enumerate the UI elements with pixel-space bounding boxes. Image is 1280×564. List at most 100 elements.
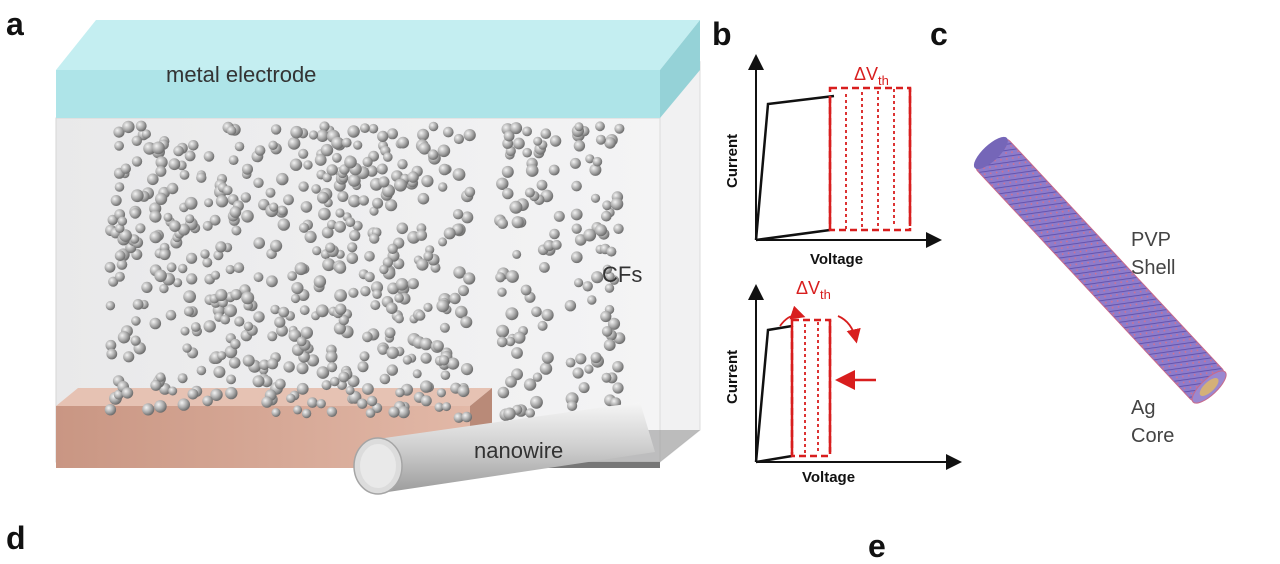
filament-particle	[286, 393, 296, 403]
svg-text:ΔVth: ΔVth	[854, 64, 889, 88]
filament-particle	[180, 326, 190, 336]
filament-particle	[316, 399, 326, 409]
filament-particle	[397, 159, 408, 170]
filament-particle	[179, 170, 190, 180]
filament-particle	[461, 411, 473, 423]
filament-particle	[407, 171, 419, 183]
filament-particle	[341, 137, 352, 148]
filament-particle	[130, 335, 141, 346]
filament-particle	[261, 396, 273, 408]
filament-particle	[276, 172, 289, 186]
filament-particle	[606, 246, 617, 257]
filament-particle	[319, 121, 330, 132]
filament-particle	[386, 302, 398, 315]
filament-particle	[394, 293, 404, 303]
filament-particle	[369, 233, 380, 244]
filament-particle	[569, 157, 581, 169]
filament-particle	[378, 176, 390, 188]
filament-particle	[104, 261, 116, 273]
filament-particle	[338, 314, 349, 326]
filament-particle	[265, 187, 276, 198]
filament-particle	[234, 141, 245, 152]
filament-particle	[416, 258, 429, 271]
filament-particle	[387, 128, 398, 140]
filament-particle	[440, 370, 451, 381]
filament-particle	[294, 262, 308, 276]
filament-particle	[443, 126, 454, 138]
nanowire-3d	[973, 136, 1227, 404]
filament-particle	[533, 136, 543, 146]
filament-particle	[308, 130, 319, 140]
filament-particle	[152, 141, 165, 155]
filament-particle	[184, 196, 198, 210]
filament-particle	[155, 156, 168, 169]
filament-particle	[184, 150, 196, 162]
filament-particle	[313, 275, 327, 288]
filament-particle	[166, 182, 179, 195]
filament-particle	[602, 200, 612, 211]
filament-particle	[433, 340, 444, 352]
filament-particle	[338, 371, 350, 383]
filament-particle	[571, 180, 582, 192]
filament-particle	[505, 375, 517, 388]
filament-particle	[463, 129, 476, 142]
filament-particle	[394, 314, 404, 324]
filament-particle	[335, 303, 347, 315]
filament-particle	[360, 286, 371, 297]
filament-particle	[290, 125, 303, 139]
filament-particle	[600, 310, 612, 323]
filament-particle	[539, 362, 553, 375]
filament-particle	[110, 195, 122, 206]
filament-particle	[513, 137, 525, 150]
filament-particle	[234, 316, 245, 327]
filament-particle	[203, 151, 215, 162]
filament-particle	[379, 373, 391, 385]
filament-particle	[377, 130, 389, 142]
filament-particle	[117, 216, 128, 226]
filament-particle	[346, 252, 359, 264]
filament-particle	[105, 339, 117, 351]
conductive-filament-particles	[104, 120, 626, 431]
panel-label-c: c	[930, 16, 948, 52]
filament-particle	[202, 395, 213, 407]
filament-particle	[602, 264, 613, 274]
filament-particle	[455, 305, 468, 319]
filament-particle	[271, 408, 281, 417]
filament-particle	[225, 386, 238, 400]
filament-particle	[106, 348, 118, 360]
filament-particle	[130, 234, 140, 244]
filament-particle	[420, 352, 432, 364]
filament-particle	[215, 195, 229, 208]
filament-particle	[421, 175, 434, 188]
filament-particle	[386, 346, 399, 359]
filament-particle	[543, 240, 555, 252]
filament-particle	[605, 271, 615, 282]
filament-particle	[296, 362, 309, 375]
filament-particle	[230, 289, 242, 301]
filament-particle	[283, 194, 294, 206]
panel-label-e: e	[868, 528, 886, 564]
filament-particle	[299, 305, 310, 316]
filament-particle	[497, 386, 510, 399]
filament-particle	[335, 208, 345, 218]
filament-particle	[243, 321, 254, 331]
filament-particle	[120, 163, 131, 174]
filament-particle	[461, 211, 474, 224]
filament-particle	[301, 408, 312, 419]
filament-particle	[261, 375, 273, 388]
filament-particle	[225, 264, 235, 275]
filament-particle	[298, 222, 310, 233]
filament-particle	[141, 129, 151, 139]
filament-particle	[601, 372, 612, 383]
filament-particle	[293, 405, 303, 415]
filament-particle	[113, 126, 125, 138]
filament-particle	[364, 271, 375, 283]
filament-particle	[587, 295, 597, 305]
filament-particle	[213, 250, 224, 261]
filament-particle	[442, 402, 451, 412]
filament-particle	[202, 220, 213, 231]
filament-particle	[436, 388, 446, 398]
filament-particle	[322, 258, 336, 272]
filament-particle	[315, 304, 329, 318]
filament-particle	[325, 242, 336, 253]
